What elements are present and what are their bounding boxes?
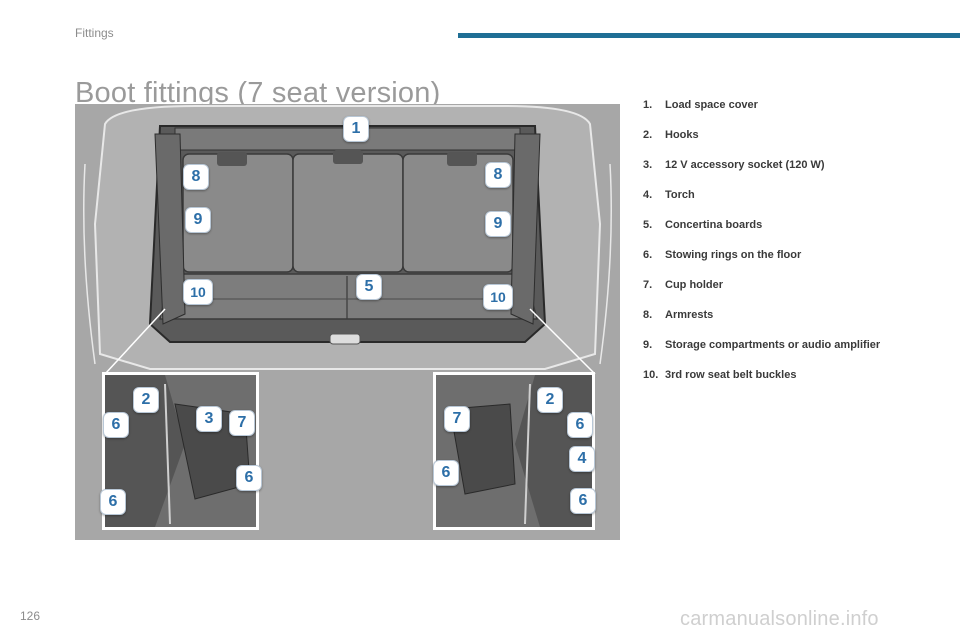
legend-item: 4. Torch xyxy=(643,188,883,202)
legend-item: 8. Armrests xyxy=(643,308,883,322)
callout-10-right: 10 xyxy=(483,284,513,310)
callout-6-right-inset-mid: 6 xyxy=(433,460,459,486)
legend-number: 6. xyxy=(643,249,653,261)
callout-2-left-inset: 2 xyxy=(133,387,159,413)
legend-number: 7. xyxy=(643,279,653,291)
callout-9-left: 9 xyxy=(185,207,211,233)
legend-number: 4. xyxy=(643,189,653,201)
legend-text: Load space cover xyxy=(665,99,758,111)
fittings-legend: 1. Load space cover 2. Hooks 3. 12 V access… xyxy=(643,98,883,398)
legend-item: 1. Load space cover xyxy=(643,98,883,112)
legend-item: 3. 12 V accessory socket (120 W) xyxy=(643,158,883,172)
callout-6-right-inset-bottom: 6 xyxy=(570,488,596,514)
callout-9-right: 9 xyxy=(485,211,511,237)
callout-6-left-inset-mid: 6 xyxy=(236,465,262,491)
legend-item: 5. Concertina boards xyxy=(643,218,883,232)
callout-6-right-inset-top: 6 xyxy=(567,412,593,438)
callout-8-right: 8 xyxy=(485,162,511,188)
callout-1: 1 xyxy=(343,116,369,142)
legend-item: 2. Hooks xyxy=(643,128,883,142)
callout-3-left-inset: 3 xyxy=(196,406,222,432)
legend-text: 12 V accessory socket (120 W) xyxy=(665,159,825,171)
boot-illustration: 1 8 8 9 9 10 5 10 2 6 3 7 6 6 7 2 6 6 4 … xyxy=(75,104,620,540)
legend-text: Cup holder xyxy=(665,279,724,291)
section-label: Fittings xyxy=(75,26,114,40)
legend-text: Hooks xyxy=(665,129,699,141)
callout-10-left: 10 xyxy=(183,279,213,305)
legend-number: 8. xyxy=(643,309,653,321)
boot-drawing xyxy=(75,104,620,540)
callout-5: 5 xyxy=(356,274,382,300)
callout-7-left-inset: 7 xyxy=(229,410,255,436)
legend-number: 10. xyxy=(643,369,659,381)
callout-6-left-inset-bottom: 6 xyxy=(100,489,126,515)
legend-text: Storage compartments or audio amplifier xyxy=(665,339,881,351)
legend-number: 2. xyxy=(643,129,653,141)
callout-6-left-inset-top: 6 xyxy=(103,412,129,438)
legend-text: Armrests xyxy=(665,309,714,321)
legend-item: 9. Storage compartments or audio amplifie… xyxy=(643,338,883,352)
legend-number: 5. xyxy=(643,219,653,231)
callout-8-left: 8 xyxy=(183,164,209,190)
legend-item: 6. Stowing rings on the floor xyxy=(643,248,883,262)
legend-text: Torch xyxy=(665,189,695,201)
legend-item: 7. Cup holder xyxy=(643,278,883,292)
callout-4-right-inset: 4 xyxy=(569,446,595,472)
legend-number: 1. xyxy=(643,99,653,111)
legend-number: 3. xyxy=(643,159,653,171)
watermark: carmanualsonline.info xyxy=(680,608,879,630)
page-number: 126 xyxy=(20,609,41,623)
header-accent-bar xyxy=(458,33,960,38)
legend-item: 10. 3rd row seat belt buckles xyxy=(643,368,883,382)
legend-text: Concertina boards xyxy=(665,219,763,231)
legend-text: Stowing rings on the floor xyxy=(665,249,802,261)
legend-number: 9. xyxy=(643,339,653,351)
legend-text: 3rd row seat belt buckles xyxy=(665,369,797,381)
callout-2-right-inset: 2 xyxy=(537,387,563,413)
callout-7-right-inset: 7 xyxy=(444,406,470,432)
